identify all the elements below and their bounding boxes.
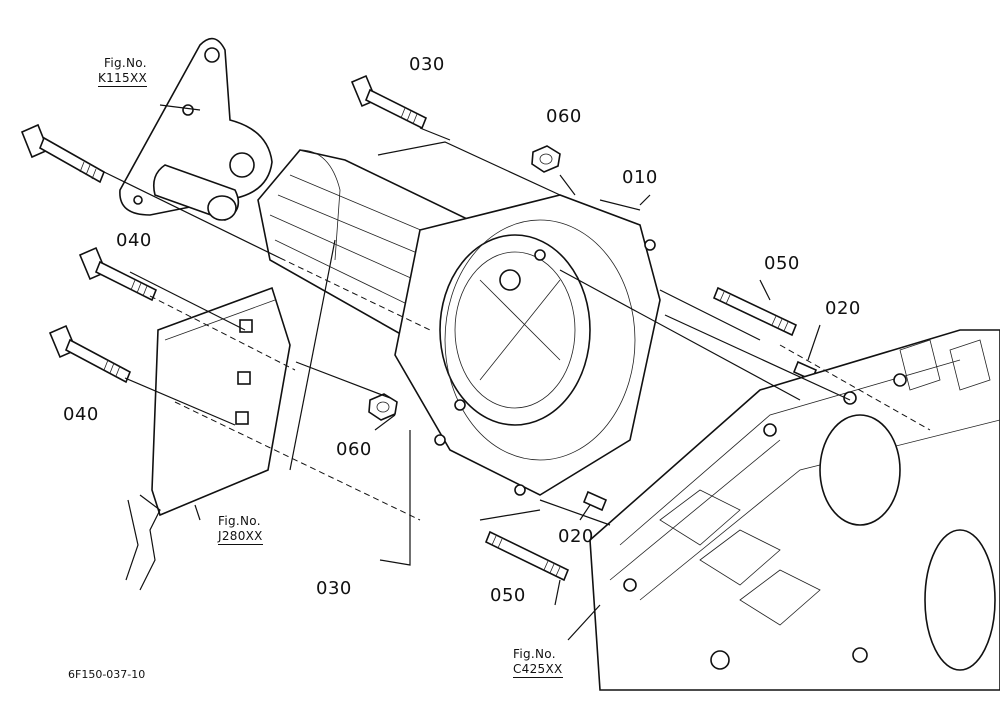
- callout-030-top: 030: [409, 54, 445, 75]
- stud-050-bottom: [484, 530, 570, 582]
- fig-ref-c425-label: Fig.No.: [513, 647, 556, 661]
- fig-ref-c425: Fig.No. C425XX: [513, 648, 563, 678]
- fig-ref-c425-code: C425XX: [513, 662, 563, 678]
- callout-060-top: 060: [546, 106, 582, 127]
- stud-050-right: [712, 286, 798, 337]
- callout-050-bottom: 050: [490, 585, 526, 606]
- nut-060-bottom: [368, 393, 398, 421]
- callout-020-bottom: 020: [558, 526, 594, 547]
- fig-ref-j280-code: J280XX: [218, 529, 263, 545]
- callout-010: 010: [622, 167, 658, 188]
- bolt-030-top: [350, 74, 428, 130]
- callout-050-right: 050: [764, 253, 800, 274]
- assembly-lines: [99, 104, 931, 641]
- bolt-040-upper: [78, 246, 158, 302]
- callout-040-upper: 040: [116, 230, 152, 251]
- fig-ref-j280: Fig.No. J280XX: [218, 515, 263, 545]
- callout-040-lower: 040: [63, 404, 99, 425]
- callout-020-right: 020: [825, 298, 861, 319]
- fig-ref-k115: Fig.No. K115XX: [98, 56, 148, 87]
- housing-010-part: [257, 149, 661, 496]
- fig-ref-j280-label: Fig.No.: [218, 514, 261, 528]
- pin-020-bottom: [582, 490, 608, 512]
- callout-060-bottom: 060: [336, 439, 372, 460]
- drawing-code: 6F150-037-10: [68, 668, 146, 681]
- bolt-top-left: [20, 123, 106, 184]
- bracket-part: [119, 37, 273, 221]
- nut-060-top: [531, 145, 561, 173]
- bolt-040-lower: [48, 324, 132, 384]
- cover-plate-part: [125, 286, 291, 591]
- callout-030-bottom: 030: [316, 578, 352, 599]
- fig-ref-k115-code: K115XX: [98, 71, 148, 87]
- fig-ref-k115-label: Fig.No.: [104, 56, 147, 70]
- main-case-part: [589, 329, 1000, 691]
